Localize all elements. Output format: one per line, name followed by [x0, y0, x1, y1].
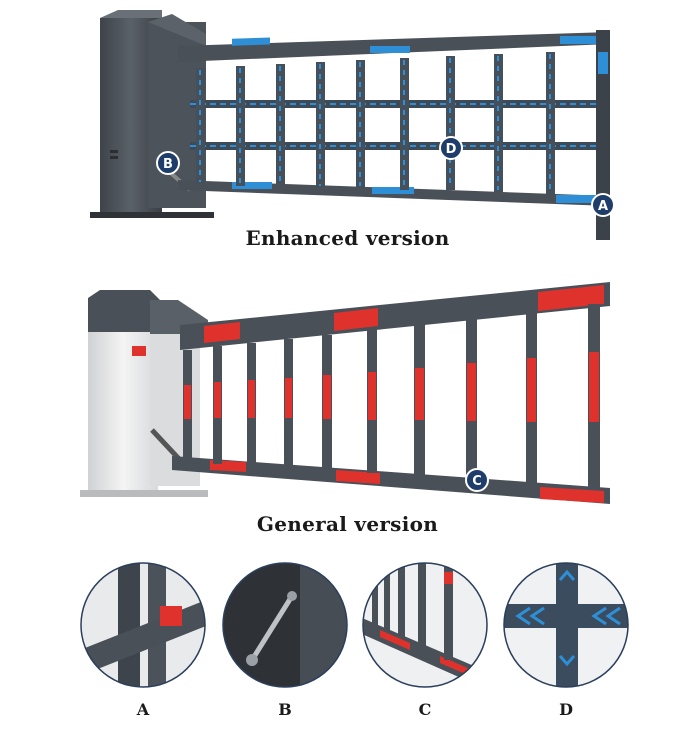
marker-b: B — [163, 157, 173, 172]
enhanced-cabinet — [90, 10, 214, 218]
general-cabinet — [80, 290, 208, 497]
detail-c — [362, 562, 488, 688]
detail-label-d: D — [559, 700, 573, 719]
general-barrier: C — [80, 282, 610, 504]
enhanced-barrier: B D A — [90, 10, 615, 240]
detail-label-a: A — [136, 700, 150, 719]
detail-a — [80, 562, 206, 688]
general-version-caption: General version — [256, 512, 439, 536]
enhanced-version-caption: Enhanced version — [245, 226, 450, 250]
marker-c: C — [472, 474, 482, 489]
detail-label-b: B — [278, 700, 292, 719]
detail-label-c: C — [418, 700, 432, 719]
marker-a: A — [598, 199, 608, 214]
marker-d: D — [446, 142, 457, 157]
detail-d — [503, 562, 629, 688]
detail-b — [222, 562, 348, 688]
